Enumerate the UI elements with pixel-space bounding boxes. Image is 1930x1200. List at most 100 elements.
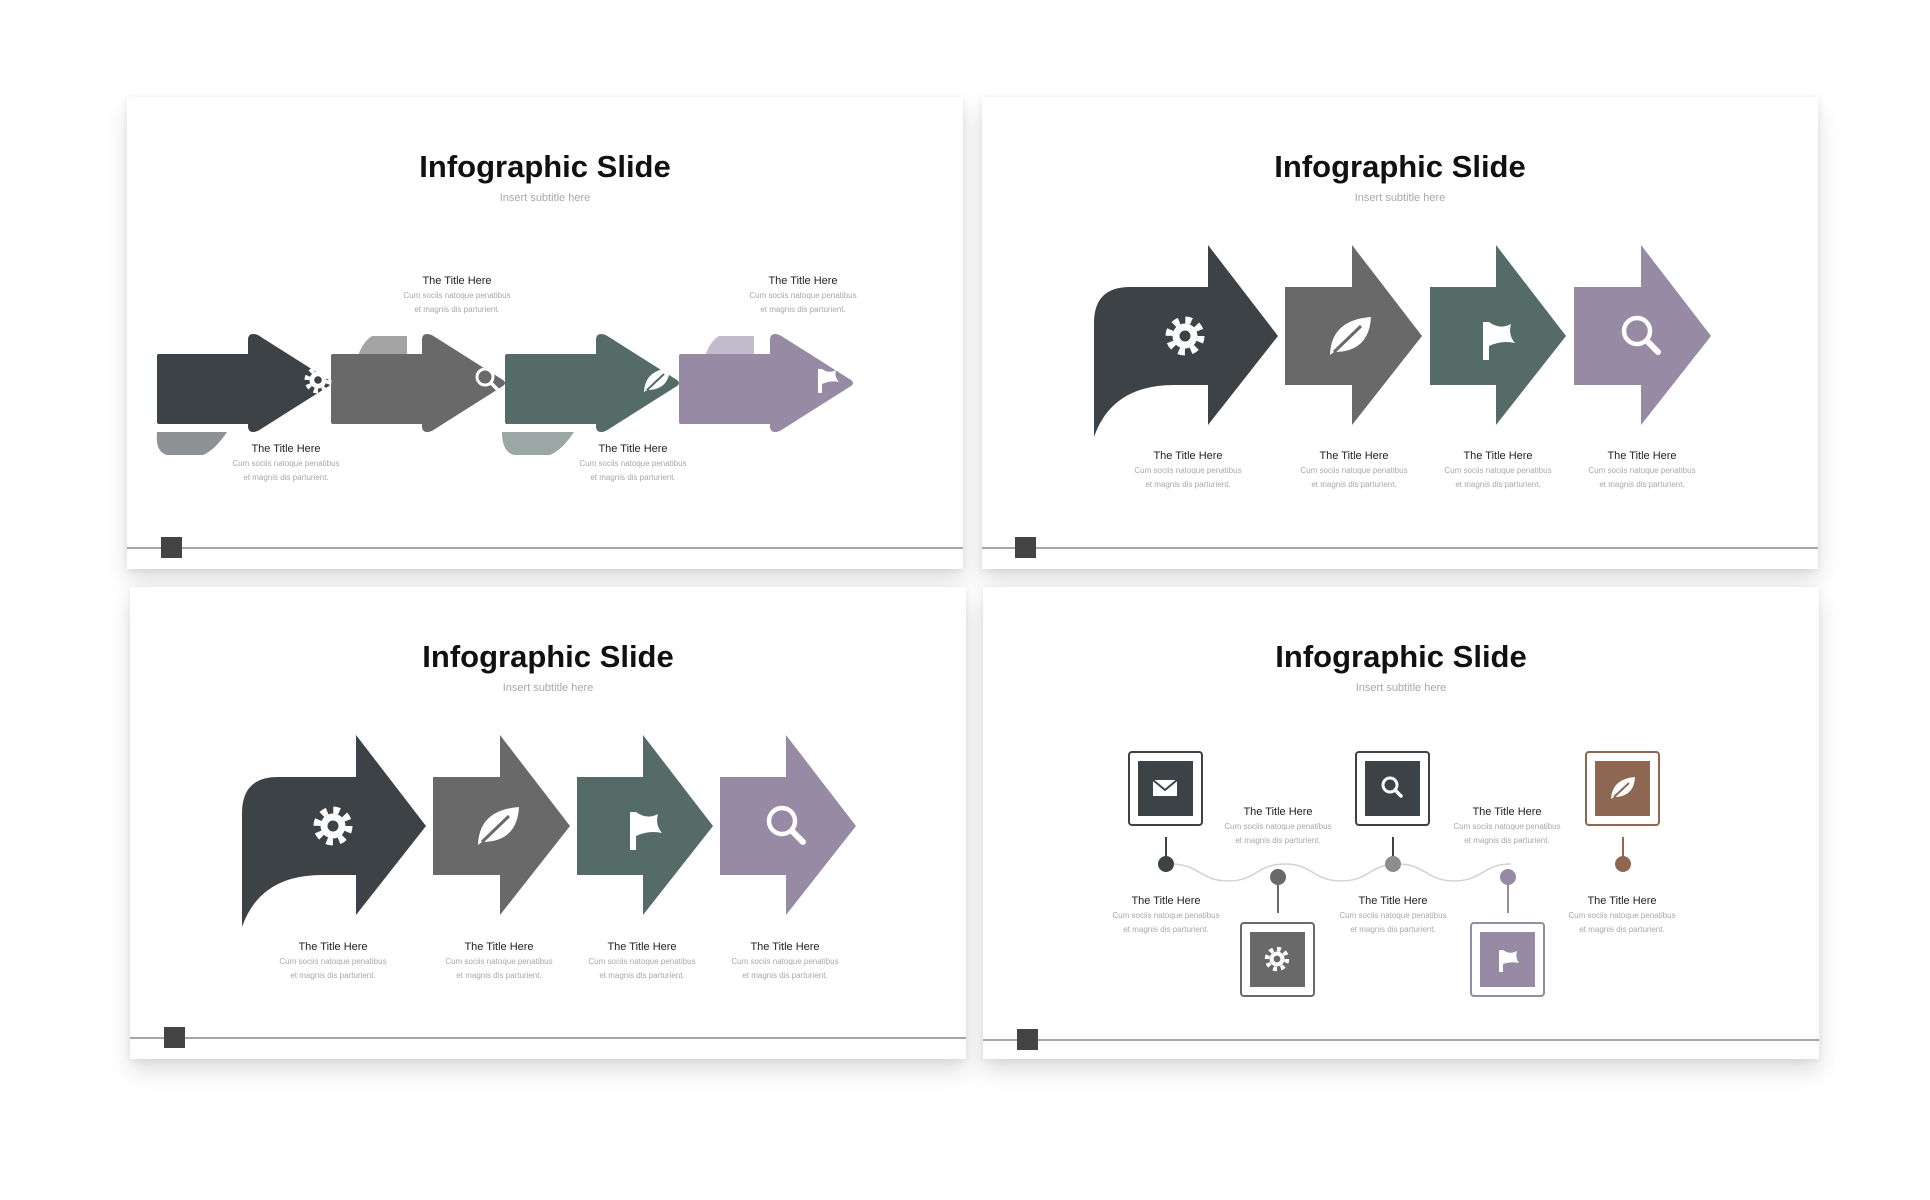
caption-5: The Title Here Cum sociis natoque penati… bbox=[1547, 894, 1697, 937]
caption-desc: Cum sociis natoque penatibus bbox=[1224, 822, 1332, 831]
slide-subtitle: Insert subtitle here bbox=[499, 192, 591, 204]
caption-title: The Title Here bbox=[598, 443, 668, 455]
folded-arrow-2 bbox=[331, 334, 505, 432]
caption-desc: et magnis dis parturient. bbox=[1455, 480, 1541, 489]
caption-title: The Title Here bbox=[1319, 450, 1389, 462]
slide-title: Infographic Slide bbox=[1274, 149, 1526, 184]
caption-title: The Title Here bbox=[1131, 895, 1201, 907]
caption-desc: et magnis dis parturient. bbox=[456, 971, 542, 980]
caption-desc: Cum sociis natoque penatibus bbox=[1134, 466, 1242, 475]
leaf-icon bbox=[478, 807, 519, 845]
leaf-icon bbox=[1330, 317, 1371, 355]
caption-desc: et magnis dis parturient. bbox=[1311, 480, 1397, 489]
caption-title: The Title Here bbox=[1463, 450, 1533, 462]
folded-arrow-1 bbox=[156, 334, 331, 455]
caption-desc: Cum sociis natoque penatibus bbox=[1568, 911, 1676, 920]
timeline-node bbox=[1500, 869, 1516, 885]
slide-subtitle: Insert subtitle here bbox=[1354, 192, 1446, 204]
timeline-wave bbox=[1170, 863, 1511, 882]
caption-desc: Cum sociis natoque penatibus bbox=[1588, 466, 1696, 475]
caption-desc: et magnis dis parturient. bbox=[599, 971, 685, 980]
caption-desc: et magnis dis parturient. bbox=[243, 473, 329, 482]
caption-desc: et magnis dis parturient. bbox=[1123, 925, 1209, 934]
caption-desc: Cum sociis natoque penatibus bbox=[1300, 466, 1408, 475]
caption-1: The Title Here Cum sociis natoque penati… bbox=[1091, 894, 1241, 937]
footer-square bbox=[1017, 1029, 1038, 1050]
gear-icon bbox=[1264, 946, 1290, 972]
caption-title: The Title Here bbox=[1472, 806, 1542, 818]
flag-icon bbox=[1483, 322, 1515, 360]
slide-subtitle: Insert subtitle here bbox=[1355, 682, 1447, 694]
caption-desc: et magnis dis parturient. bbox=[1579, 925, 1665, 934]
timeline-node bbox=[1158, 856, 1174, 872]
caption-title: The Title Here bbox=[1243, 806, 1313, 818]
slide-3[interactable]: Infographic Slide Insert subtitle here T… bbox=[130, 587, 966, 1059]
caption-desc: et magnis dis parturient. bbox=[590, 473, 676, 482]
caption-3: The Title Here Cum sociis natoque penati… bbox=[1318, 894, 1468, 937]
slide-1-graphic bbox=[127, 334, 963, 558]
caption-desc: et magnis dis parturient. bbox=[1145, 480, 1231, 489]
big-arrow-4 bbox=[720, 735, 856, 915]
caption-desc: et magnis dis parturient. bbox=[1235, 836, 1321, 845]
slide-4-graphic bbox=[983, 751, 1819, 1050]
caption-1: The Title Here Cum sociis natoque penati… bbox=[258, 940, 408, 983]
icon-box-3 bbox=[1355, 751, 1430, 826]
caption-title: The Title Here bbox=[1358, 895, 1428, 907]
caption-3: The Title Here Cum sociis natoque penati… bbox=[567, 940, 717, 983]
caption-desc: et magnis dis parturient. bbox=[1464, 836, 1550, 845]
caption-desc: Cum sociis natoque penatibus bbox=[1444, 466, 1552, 475]
caption-title: The Title Here bbox=[298, 941, 368, 953]
footer-square bbox=[164, 1027, 185, 1048]
caption-desc: Cum sociis natoque penatibus bbox=[579, 459, 687, 468]
footer-square bbox=[1015, 537, 1036, 558]
caption-desc: Cum sociis natoque penatibus bbox=[1339, 911, 1447, 920]
search-icon bbox=[1381, 776, 1403, 798]
caption-title: The Title Here bbox=[251, 443, 321, 455]
caption-4: The Title Here Cum sociis natoque penati… bbox=[710, 940, 860, 983]
caption-1: The Title Here Cum sociis natoque penati… bbox=[211, 442, 361, 485]
folded-arrow-4 bbox=[679, 334, 853, 432]
caption-desc: Cum sociis natoque penatibus bbox=[445, 957, 553, 966]
leaf-icon bbox=[644, 368, 670, 392]
caption-2: The Title Here Cum sociis natoque penati… bbox=[1203, 805, 1353, 848]
caption-title: The Title Here bbox=[422, 275, 492, 287]
caption-desc: Cum sociis natoque penatibus bbox=[588, 957, 696, 966]
leaf-icon bbox=[1611, 777, 1635, 799]
slide-2[interactable]: Infographic Slide Insert subtitle here T… bbox=[982, 97, 1818, 569]
caption-desc: Cum sociis natoque penatibus bbox=[1453, 822, 1561, 831]
caption-desc: et magnis dis parturient. bbox=[1350, 925, 1436, 934]
caption-2: The Title Here Cum sociis natoque penati… bbox=[382, 274, 532, 317]
slide-subtitle: Insert subtitle here bbox=[502, 682, 594, 694]
caption-desc: et magnis dis parturient. bbox=[290, 971, 376, 980]
slide-3-graphic bbox=[130, 735, 966, 1048]
caption-title: The Title Here bbox=[750, 941, 820, 953]
slide-title: Infographic Slide bbox=[422, 639, 674, 674]
caption-title: The Title Here bbox=[1587, 895, 1657, 907]
folded-arrow-3 bbox=[502, 334, 679, 455]
slide-1[interactable]: Infographic Slide Insert subtitle here T… bbox=[127, 97, 963, 569]
caption-title: The Title Here bbox=[464, 941, 534, 953]
caption-desc: Cum sociis natoque penatibus bbox=[403, 291, 511, 300]
caption-desc: Cum sociis natoque penatibus bbox=[731, 957, 839, 966]
caption-desc: et magnis dis parturient. bbox=[414, 305, 500, 314]
caption-title: The Title Here bbox=[1607, 450, 1677, 462]
search-icon bbox=[475, 367, 500, 392]
big-arrow-4 bbox=[1574, 245, 1711, 425]
caption-4: The Title Here Cum sociis natoque penati… bbox=[1567, 449, 1717, 492]
caption-2: The Title Here Cum sociis natoque penati… bbox=[424, 940, 574, 983]
slide-4[interactable]: Infographic Slide Insert subtitle here T… bbox=[983, 587, 1819, 1059]
caption-title: The Title Here bbox=[768, 275, 838, 287]
caption-desc: et magnis dis parturient. bbox=[760, 305, 846, 314]
caption-3: The Title Here Cum sociis natoque penati… bbox=[1423, 449, 1573, 492]
slide-2-graphic bbox=[982, 245, 1818, 558]
timeline-node bbox=[1615, 856, 1631, 872]
caption-1: The Title Here Cum sociis natoque penati… bbox=[1113, 449, 1263, 492]
caption-desc: et magnis dis parturient. bbox=[742, 971, 828, 980]
caption-desc: Cum sociis natoque penatibus bbox=[749, 291, 857, 300]
search-icon bbox=[1621, 315, 1661, 355]
caption-3: The Title Here Cum sociis natoque penati… bbox=[558, 442, 708, 485]
search-icon bbox=[766, 805, 806, 845]
footer-square bbox=[161, 537, 182, 558]
caption-title: The Title Here bbox=[607, 941, 677, 953]
caption-desc: Cum sociis natoque penatibus bbox=[232, 459, 340, 468]
